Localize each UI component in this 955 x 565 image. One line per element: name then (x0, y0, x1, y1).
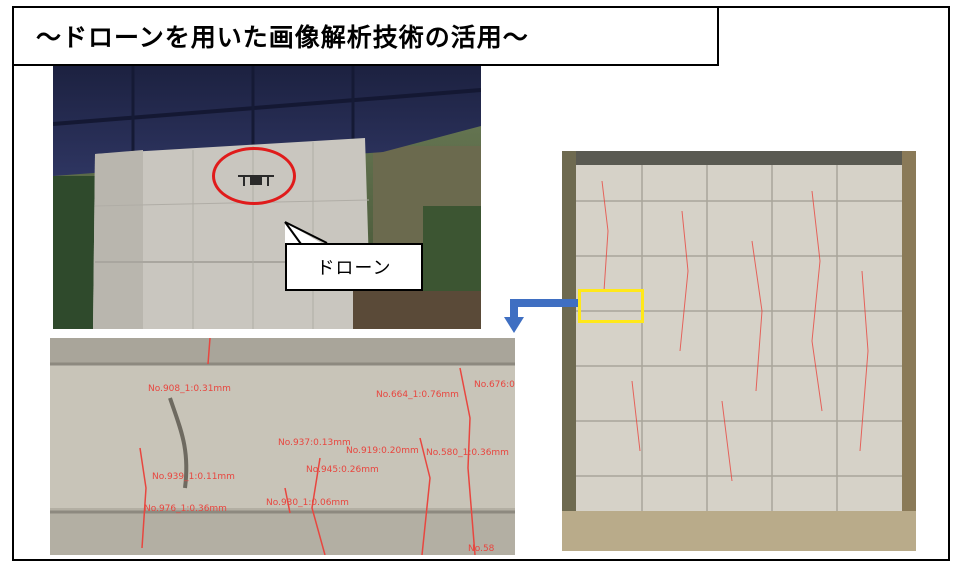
pier-orthomosaic-graphic (562, 151, 916, 551)
crack-label: No.976_1:0.36mm (144, 504, 227, 514)
crack-label: No.919:0.20mm (346, 446, 419, 456)
bridge-photo-graphic (53, 66, 481, 329)
drone-callout-label: ドローン (285, 243, 423, 291)
crack-label: No.939_1:0.11mm (152, 472, 235, 482)
crack-label: No.676:0 (474, 380, 515, 390)
crack-closeup-graphic (50, 338, 515, 555)
selected-region-box (578, 289, 644, 323)
pier-orthomosaic-photo (562, 151, 916, 551)
drone-highlight-ring (212, 147, 296, 205)
crack-closeup-photo: No.908_1:0.31mm No.664_1:0.76mm No.676:0… (50, 338, 515, 555)
crack-label: No.58 (468, 544, 495, 554)
slide-title: ～ドローンを用いた画像解析技術の活用～ (12, 6, 719, 66)
crack-label: No.908_1:0.31mm (148, 384, 231, 394)
crack-label: No.580_1:0.36mm (426, 448, 509, 458)
pointer-arrow-icon (504, 299, 578, 333)
bridge-drone-photo (53, 66, 481, 329)
crack-label: No.930_1:0.06mm (266, 498, 349, 508)
callout-tail (284, 221, 359, 248)
crack-label: No.664_1:0.76mm (376, 390, 459, 400)
crack-label: No.945:0.26mm (306, 465, 379, 475)
crack-label: No.937:0.13mm (278, 438, 351, 448)
